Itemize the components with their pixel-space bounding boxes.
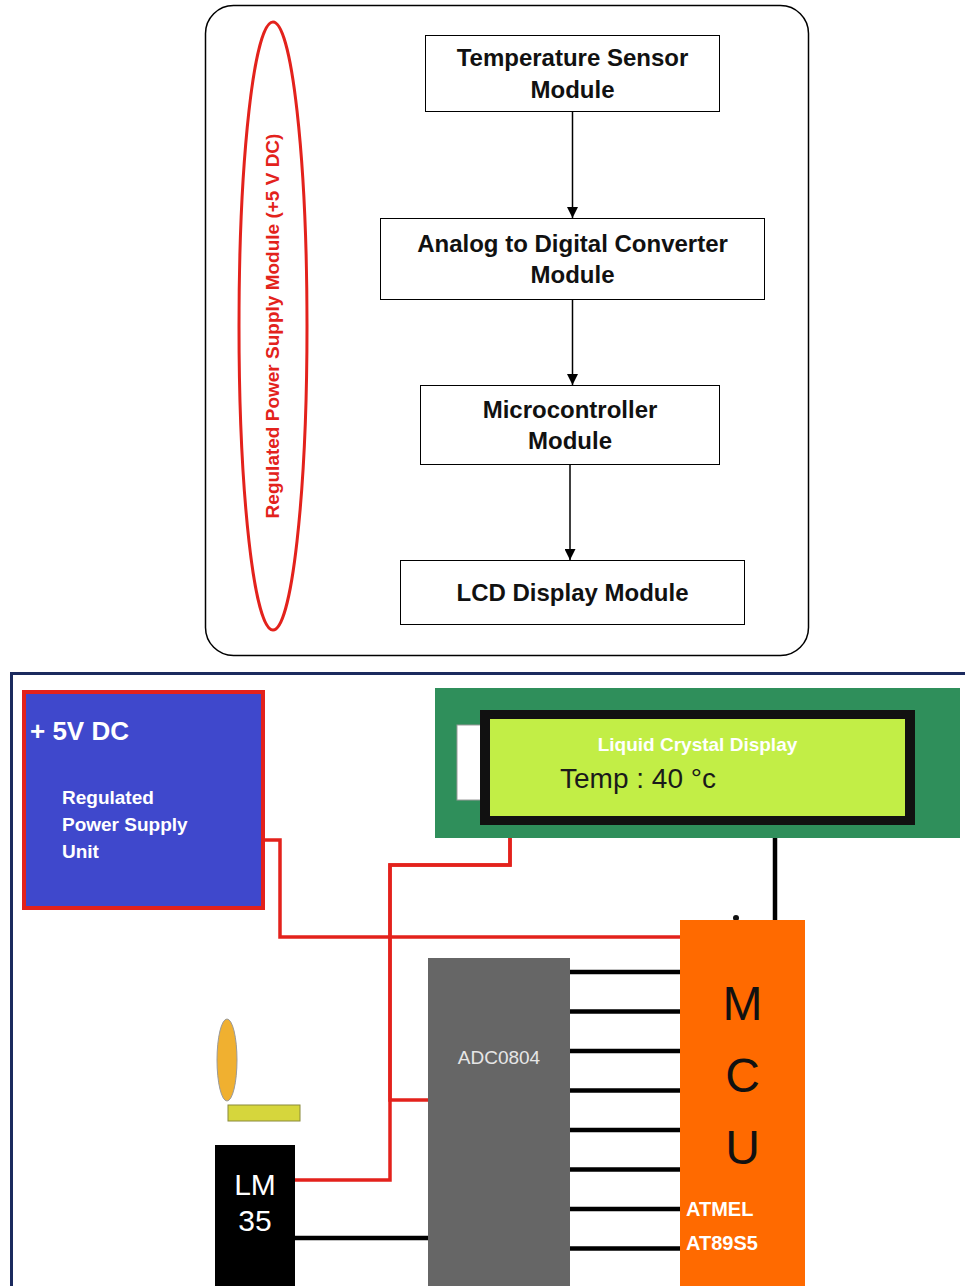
text-slot: Liquid Crystal Display (480, 734, 915, 756)
data-bus-wire (570, 1167, 680, 1172)
text-slot: + 5V DC (30, 716, 250, 746)
data-bus-wire (570, 1009, 680, 1014)
lm35-sensor-label: LM 35 (229, 1167, 281, 1239)
text-slot: M C U (680, 968, 805, 1184)
process-box: Analog to Digital Converter Module (380, 218, 765, 300)
data-bus-wire (570, 1088, 680, 1093)
module-label: Temperature Sensor Module (442, 42, 704, 104)
power-supply-unit-label: + 5V DC (30, 716, 250, 746)
power-wire (265, 840, 680, 937)
data-bus-wire (570, 970, 680, 975)
signal-wire (295, 1236, 428, 1241)
lcd-module-label: Temp : 40 °c (560, 763, 860, 795)
data-bus-wire (570, 1128, 680, 1133)
data-bus-wire (570, 1207, 680, 1212)
flow-arrow (572, 112, 574, 218)
lcd-frame (480, 710, 915, 825)
circuit-panel (12, 674, 965, 1286)
flow-arrow (572, 300, 574, 385)
block-diagram-frame (206, 6, 809, 656)
adc-chip-label: ADC0804 (428, 1046, 570, 1070)
text-slot: Temp : 40 °c (560, 763, 860, 795)
rotated-slot: Regulated Power Supply Module (+5 V DC) (262, 134, 285, 519)
lcd-board (435, 688, 960, 838)
mcu-chip-label: ATMEL AT89S5 (686, 1192, 786, 1260)
lcd-module-label: Liquid Crystal Display (480, 734, 915, 756)
power-supply-unit-label: Regulated Power Supply Unit (62, 784, 212, 865)
module-label: Microcontroller Module (455, 394, 685, 456)
text-slot: ATMEL AT89S5 (686, 1192, 786, 1260)
flow-arrow (569, 465, 571, 560)
power-supply-unit: + 5V DC Regulated Power Supply Unit (22, 690, 265, 910)
mcu-chip: M C U ATMEL AT89S5 (680, 920, 805, 1286)
supply-ellipse: Regulated Power Supply Module (+5 V DC) (237, 20, 309, 632)
ellipse-shape (239, 22, 307, 630)
text-slot: LM 35 (215, 1167, 295, 1239)
lcd-screen (490, 719, 905, 816)
sensor-bulb-icon (217, 1019, 237, 1101)
text-slot: Regulated Power Supply Unit (62, 784, 212, 865)
data-bus-wire (570, 1246, 680, 1251)
lcd-connector-tab (457, 725, 481, 800)
module-label: Analog to Digital Converter Module (393, 228, 753, 290)
mcu-chip-label: M C U (719, 968, 767, 1184)
process-box: Microcontroller Module (420, 385, 720, 465)
data-bus-wire (570, 1049, 680, 1054)
lcd-module: Liquid Crystal DisplayTemp : 40 °c (435, 688, 960, 838)
sensor-base-icon (228, 1105, 300, 1121)
signal-wire (773, 838, 778, 920)
text-slot: ADC0804 (428, 1046, 570, 1070)
process-box: Temperature Sensor Module (425, 35, 720, 112)
lm35-sensor: LM 35 (215, 1145, 295, 1286)
adc-chip: ADC0804 (428, 958, 570, 1286)
process-box: LCD Display Module (400, 560, 745, 625)
supply-label: Regulated Power Supply Module (+5 V DC) (262, 134, 285, 519)
module-label: LCD Display Module (456, 577, 688, 608)
